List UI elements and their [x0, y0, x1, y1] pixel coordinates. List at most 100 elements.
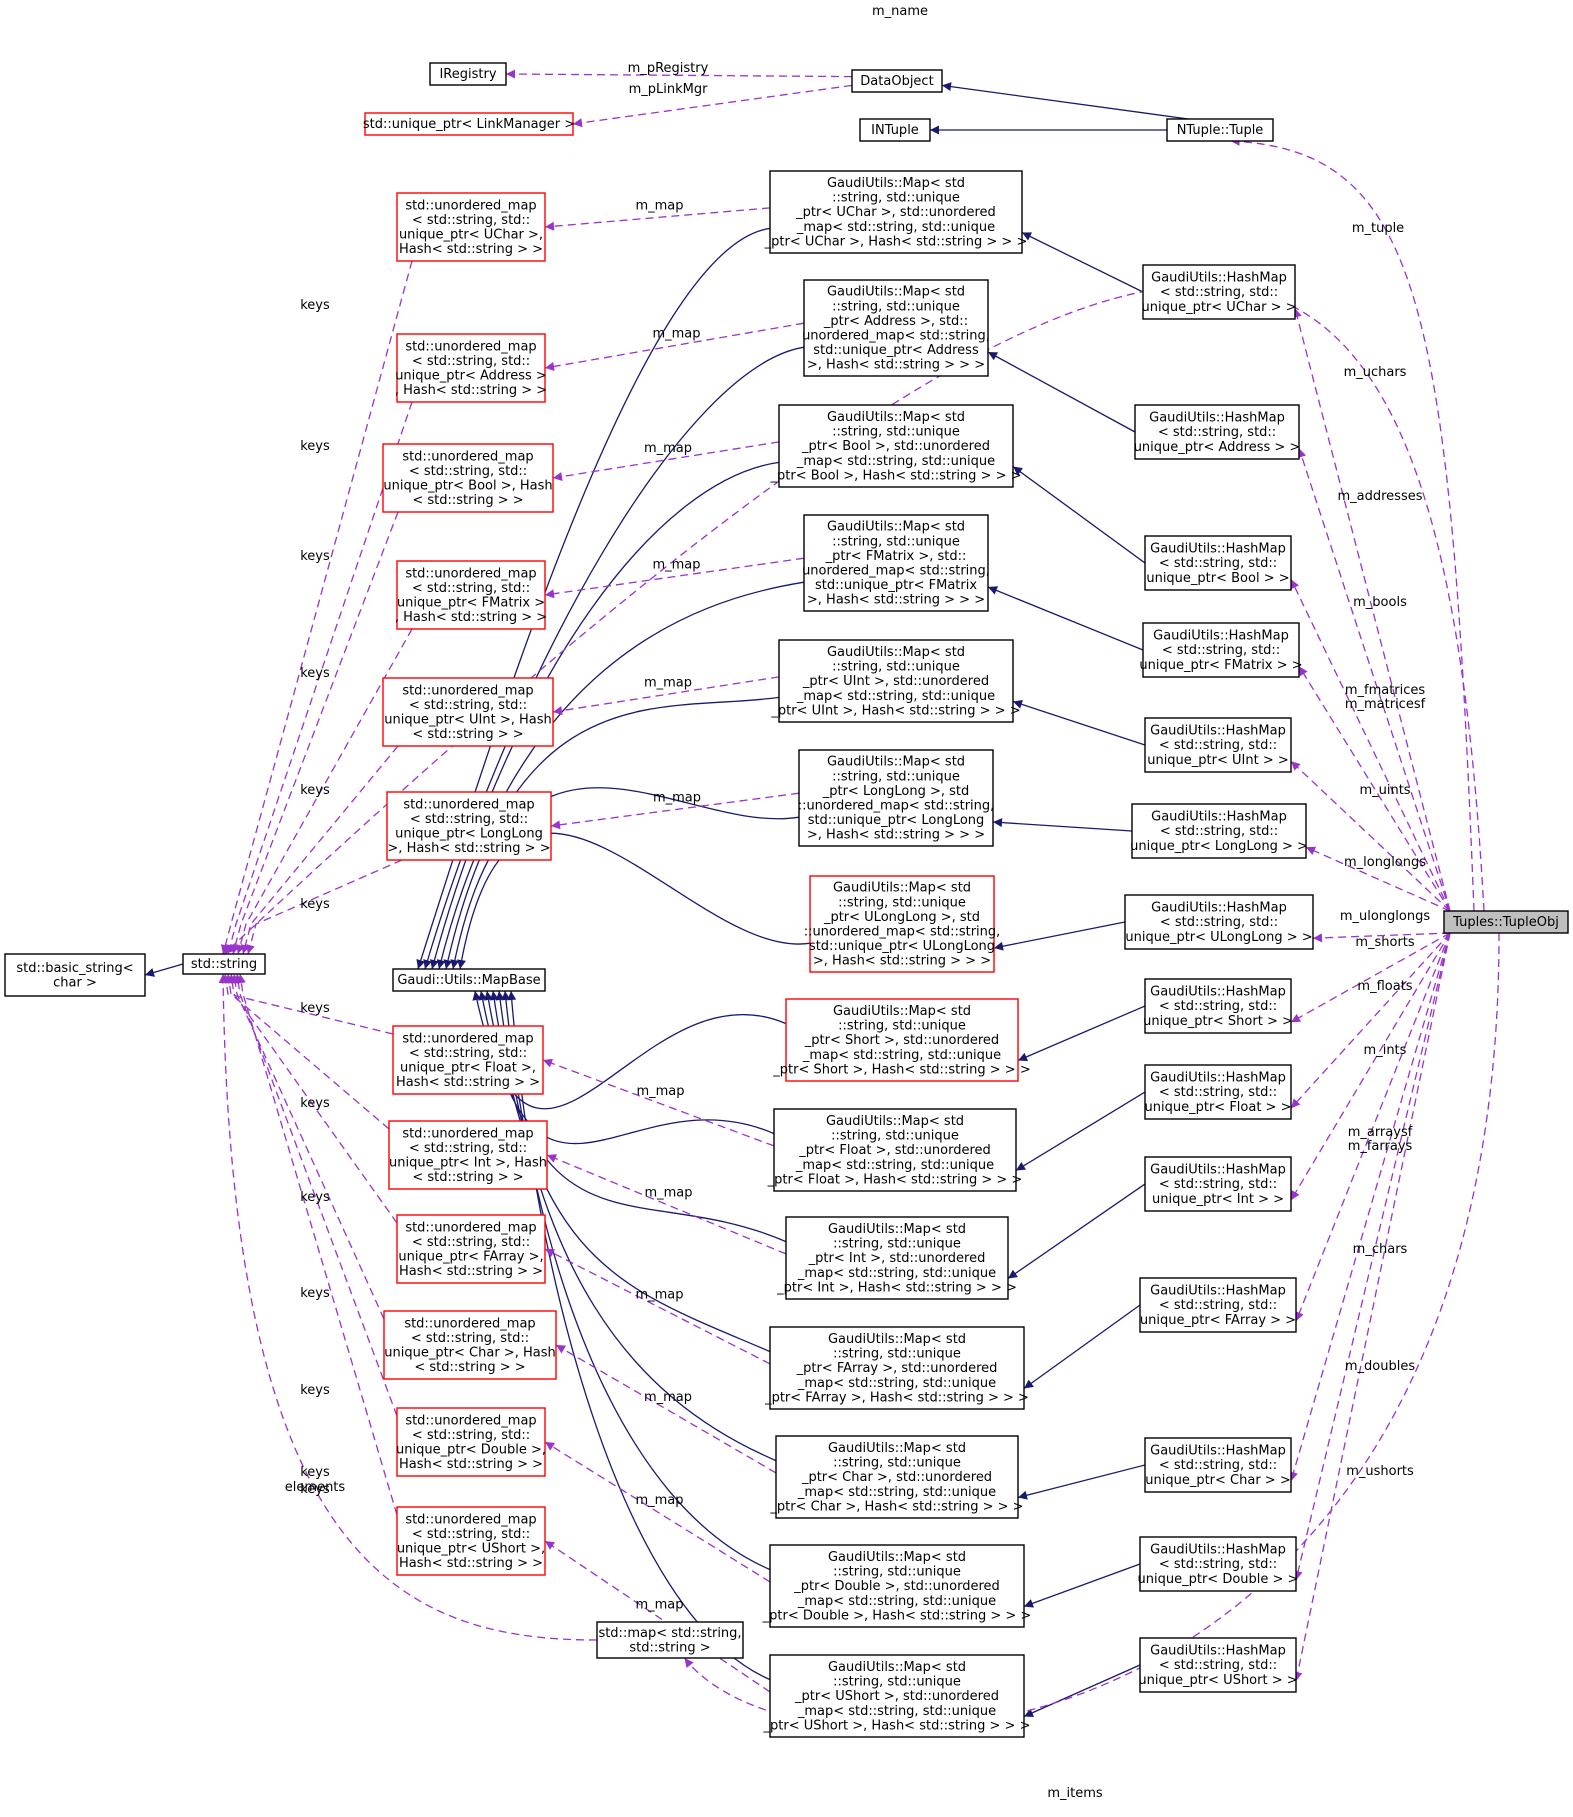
- class-node-gm-int[interactable]: GaudiUtils::Map< std::string, std::uniqu…: [776, 1216, 1017, 1300]
- use-keys-farray: [227, 973, 398, 1224]
- inherit-map-double-mapbase: [501, 990, 771, 1571]
- use-plinkmgr: [572, 84, 853, 128]
- node-label-line: unique_ptr< FArray >,: [398, 1250, 543, 1265]
- node-label-line: char >: [53, 976, 97, 991]
- node-label-line: unique_ptr< Address > >: [1134, 440, 1301, 455]
- node-label-line: GaudiUtils::Map< std: [828, 1332, 966, 1347]
- node-label-line: GaudiUtils::Map< std: [828, 1660, 966, 1675]
- class-node-hm-char[interactable]: GaudiUtils::HashMap< std::string, std::u…: [1144, 1437, 1292, 1493]
- node-label-line: _ptr< FArray >, std::unordered: [796, 1361, 998, 1376]
- class-node-hm-float[interactable]: GaudiUtils::HashMap< std::string, std::u…: [1144, 1064, 1292, 1120]
- use-keys-ushort: [236, 973, 398, 1516]
- class-node-hm-int[interactable]: GaudiUtils::HashMap< std::string, std::u…: [1144, 1156, 1292, 1212]
- class-node-um-int[interactable]: std::unordered_map< std::string, std::un…: [388, 1120, 548, 1190]
- class-node-linkmgr[interactable]: std::unique_ptr< LinkManager >: [363, 112, 575, 136]
- use-tuple: [1230, 136, 1475, 912]
- node-label-line: Hash< std::string > >: [399, 1556, 543, 1571]
- node-label-line: < std::string, std::: [1162, 643, 1280, 658]
- class-node-basic-string[interactable]: std::basic_string<char >: [4, 953, 146, 997]
- node-label-line: unique_ptr< FMatrix >: [397, 596, 545, 611]
- class-node-hm-uchar[interactable]: GaudiUtils::HashMap< std::string, std::u…: [1142, 264, 1297, 320]
- class-node-iregistry[interactable]: IRegistry: [429, 62, 507, 86]
- class-node-gm-farray[interactable]: GaudiUtils::Map< std::string, std::uniqu…: [764, 1326, 1029, 1410]
- node-box: [769, 1654, 1025, 1738]
- node-box: [429, 62, 507, 86]
- node-label-line: Hash< std::string > >: [399, 242, 543, 257]
- class-node-hm-ulonglong[interactable]: GaudiUtils::HashMap< std::string, std::u…: [1124, 894, 1314, 950]
- node-label-line: GaudiUtils::Map< std: [827, 285, 965, 300]
- class-node-um-uint[interactable]: std::unordered_map< std::string, std::un…: [382, 677, 554, 747]
- edge-label: keys: [300, 666, 330, 681]
- class-node-gm-double[interactable]: GaudiUtils::Map< std::string, std::uniqu…: [762, 1544, 1032, 1628]
- class-node-um-address[interactable]: std::unordered_map< std::string, std::un…: [395, 333, 547, 403]
- node-label-line: std::unordered_map: [402, 683, 533, 698]
- use-map-char: [555, 1344, 777, 1474]
- class-node-hm-address[interactable]: GaudiUtils::HashMap< std::string, std::u…: [1134, 404, 1301, 460]
- node-label-line: _map< std::string, std::unique: [797, 1704, 996, 1719]
- use-map-longlong: [550, 792, 800, 830]
- class-node-hm-bool[interactable]: GaudiUtils::HashMap< std::string, std::u…: [1144, 535, 1292, 591]
- node-box: [1144, 1156, 1292, 1212]
- class-node-tupleobj[interactable]: Tuples::TupleObj: [1443, 910, 1569, 934]
- node-label-line: unique_ptr< Address >: [395, 369, 547, 384]
- class-node-gm-char[interactable]: GaudiUtils::Map< std::string, std::uniqu…: [769, 1435, 1024, 1519]
- class-node-stdmap[interactable]: std::map< std::string,std::string >: [596, 1621, 744, 1659]
- class-node-hm-ushort[interactable]: GaudiUtils::HashMap< std::string, std::u…: [1138, 1637, 1298, 1693]
- edge-label: m_floats: [1357, 979, 1412, 994]
- node-label-line: unique_ptr< Char >, Hash: [384, 1346, 555, 1361]
- class-node-intuple[interactable]: INTuple: [859, 118, 931, 142]
- edge-label: keys: [300, 439, 330, 454]
- class-node-gm-bool[interactable]: GaudiUtils::Map< std::string, std::uniqu…: [770, 404, 1022, 488]
- class-node-um-longlong[interactable]: std::unordered_map< std::string, std::un…: [386, 791, 552, 861]
- class-node-gm-ushort[interactable]: GaudiUtils::Map< std::string, std::uniqu…: [763, 1654, 1031, 1738]
- class-node-um-farray[interactable]: std::unordered_map< std::string, std::un…: [396, 1214, 546, 1284]
- class-node-gm-float[interactable]: GaudiUtils::Map< std::string, std::uniqu…: [767, 1108, 1023, 1192]
- edge-label: m_map: [652, 558, 700, 573]
- class-node-hm-longlong[interactable]: GaudiUtils::HashMap< std::string, std::u…: [1130, 803, 1308, 859]
- class-node-string[interactable]: std::string: [182, 953, 266, 975]
- node-label-line: ::string, std::unique: [833, 1456, 961, 1471]
- inherit-hashmap-float: [1015, 1091, 1146, 1172]
- node-label-line: GaudiUtils::HashMap: [1151, 271, 1287, 286]
- node-label-line: std::unique_ptr< LinkManager >: [363, 117, 575, 132]
- class-node-um-fmatrix[interactable]: std::unordered_map< std::string, std::un…: [395, 560, 547, 630]
- node-label-line: GaudiUtils::HashMap: [1150, 542, 1286, 557]
- node-label-line: unique_ptr< Float > >: [1145, 1100, 1292, 1115]
- class-node-hm-short[interactable]: GaudiUtils::HashMap< std::string, std::u…: [1143, 978, 1293, 1034]
- class-node-um-uchar[interactable]: std::unordered_map< std::string, std::un…: [396, 192, 546, 262]
- class-node-gm-short[interactable]: GaudiUtils::Map< std::string, std::uniqu…: [772, 998, 1031, 1082]
- node-label-line: unique_ptr< FMatrix > >: [1139, 658, 1302, 673]
- class-node-hm-uint[interactable]: GaudiUtils::HashMap< std::string, std::u…: [1144, 717, 1292, 773]
- node-label-line: Hash< std::string > >: [396, 1075, 540, 1090]
- node-label-line: _ptr< Short >, std::unordered: [804, 1033, 999, 1048]
- class-node-um-bool[interactable]: std::unordered_map< std::string, std::un…: [382, 443, 554, 513]
- class-node-gm-uchar[interactable]: GaudiUtils::Map< std::string, std::uniqu…: [764, 170, 1028, 254]
- use-hm_address: [1297, 447, 1451, 912]
- class-node-gm-fmatrix[interactable]: GaudiUtils::Map< std::string, std::uniqu…: [802, 514, 990, 612]
- class-node-um-float[interactable]: std::unordered_map< std::string, std::un…: [392, 1025, 544, 1095]
- node-box: [396, 192, 546, 262]
- class-node-mapbase[interactable]: Gaudi::Utils::MapBase: [392, 968, 546, 992]
- use-keys-longlong: [245, 859, 403, 955]
- class-node-dataobject[interactable]: DataObject: [851, 69, 943, 93]
- class-node-hm-double[interactable]: GaudiUtils::HashMap< std::string, std::u…: [1138, 1536, 1299, 1592]
- node-label-line: std::unordered_map: [403, 797, 534, 812]
- class-node-gm-address[interactable]: GaudiUtils::Map< std::string, std::uniqu…: [802, 279, 990, 377]
- class-node-hm-farray[interactable]: GaudiUtils::HashMap< std::string, std::u…: [1139, 1277, 1297, 1333]
- class-node-hm-fmatrix[interactable]: GaudiUtils::HashMap< std::string, std::u…: [1139, 622, 1303, 678]
- edge-label: m_ushorts: [1346, 1464, 1414, 1479]
- use-map-ushort: [544, 1540, 771, 1693]
- node-label-line: unique_ptr< ULongLong > >: [1125, 930, 1312, 945]
- class-node-gm-longlong[interactable]: GaudiUtils::Map< std::string, std::uniqu…: [798, 749, 995, 847]
- class-node-gm-ulonglong[interactable]: GaudiUtils::Map< std::string, std::uniqu…: [804, 875, 1001, 973]
- class-node-ntuple[interactable]: NTuple::Tuple: [1166, 118, 1274, 142]
- node-box: [396, 560, 546, 630]
- edge-label: m_farrays: [1348, 1139, 1413, 1154]
- class-node-um-ushort[interactable]: std::unordered_map< std::string, std::un…: [396, 1506, 546, 1576]
- node-box: [396, 1407, 546, 1477]
- node-label-line: std::unique_ptr< LongLong: [808, 813, 985, 828]
- class-node-um-double[interactable]: std::unordered_map< std::string, std::un…: [396, 1407, 546, 1477]
- class-node-gm-uint[interactable]: GaudiUtils::Map< std::string, std::uniqu…: [770, 639, 1021, 723]
- class-node-um-char[interactable]: std::unordered_map< std::string, std::un…: [383, 1310, 557, 1380]
- node-label-line: std::basic_string<: [16, 961, 133, 976]
